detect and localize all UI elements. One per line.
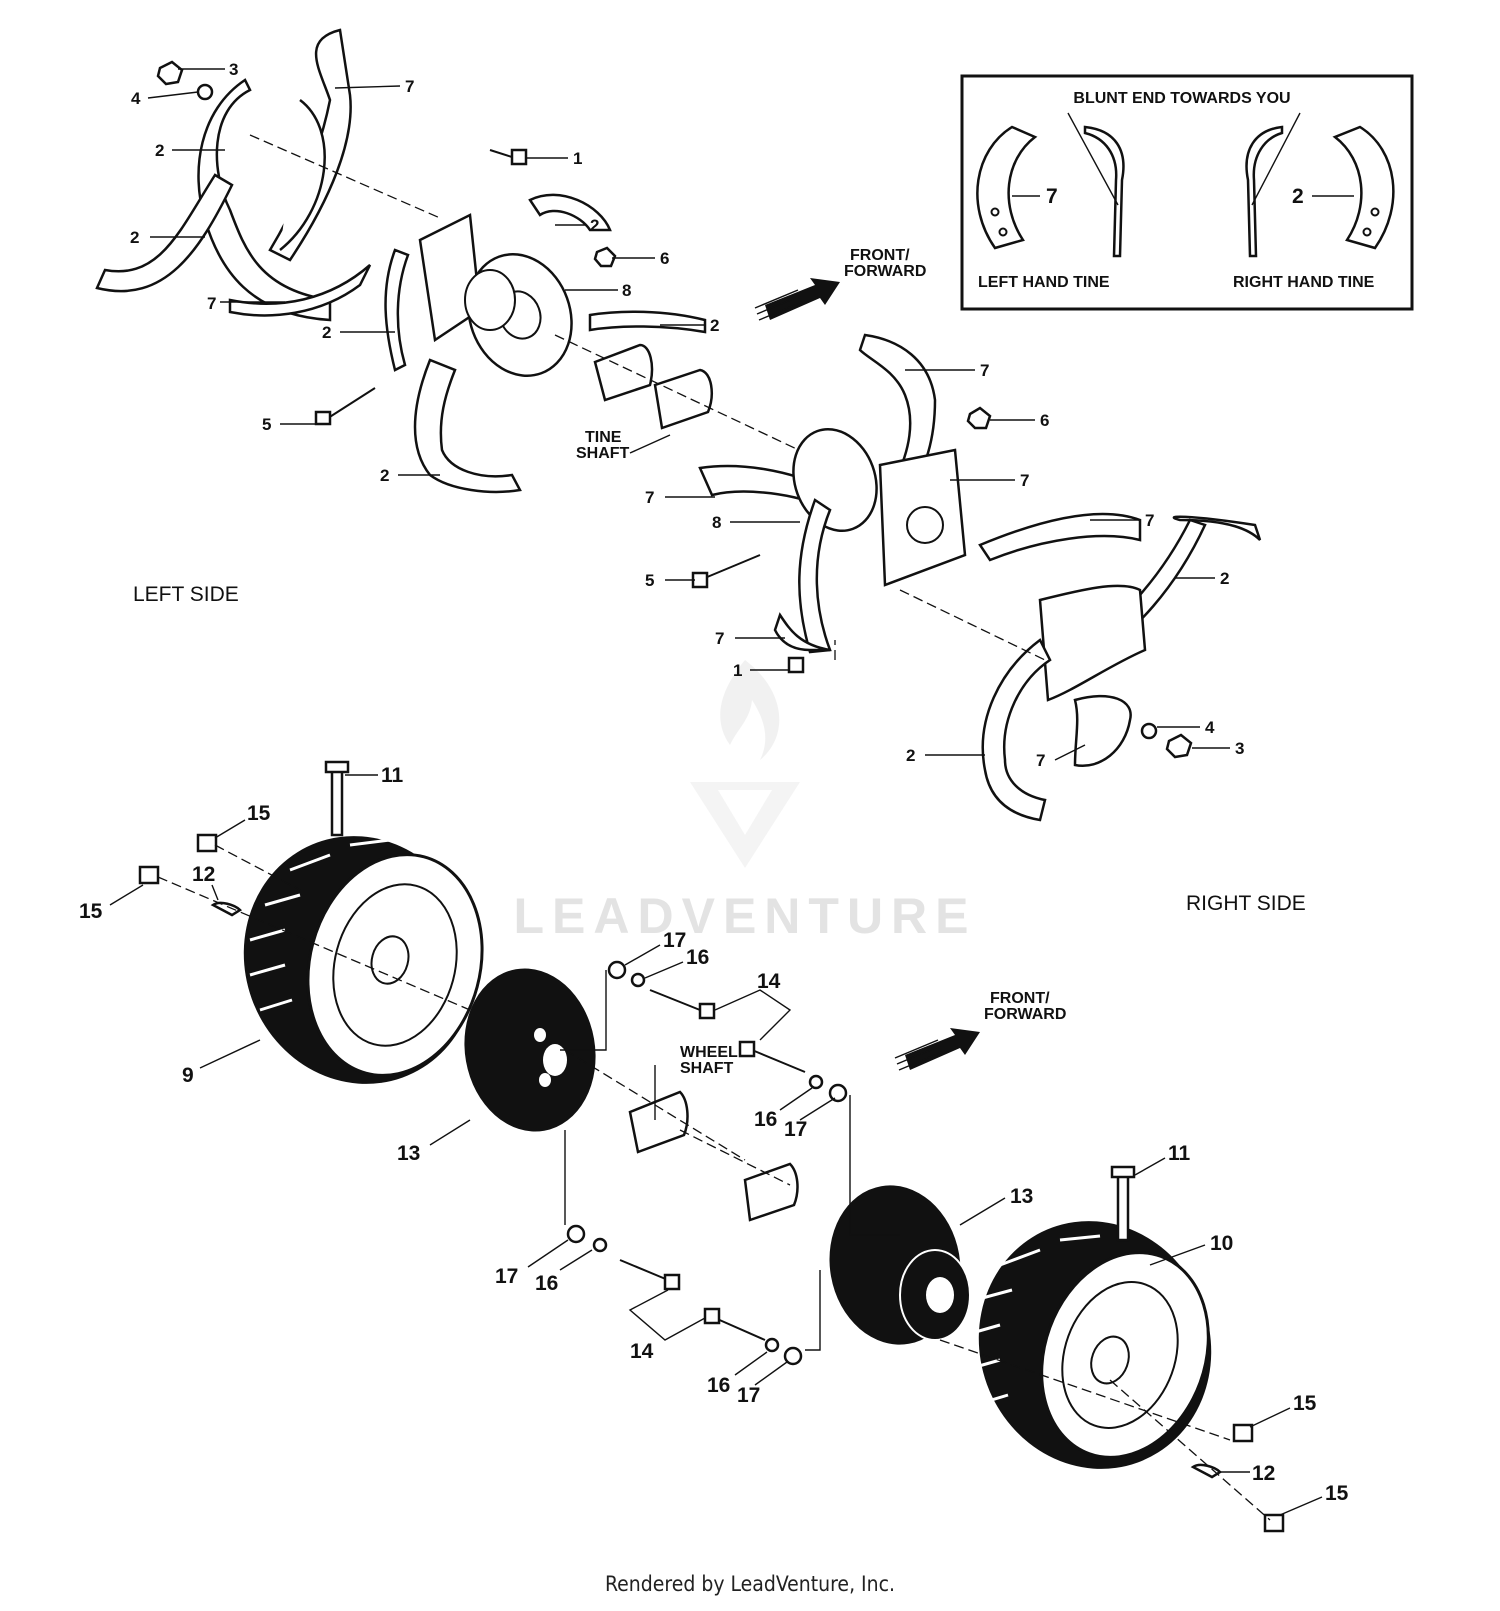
callout: 7 [645, 488, 654, 507]
right-hand-tine-face [1332, 125, 1395, 250]
tine-shaft-label: SHAFT [576, 445, 630, 462]
front-forward-arrow-lower: FRONT/ FORWARD [894, 990, 1066, 1071]
callout: 2 [380, 466, 389, 485]
callout: 2 [1220, 569, 1229, 588]
callout: 17 [737, 1384, 760, 1407]
callout: 14 [757, 970, 781, 993]
callout: 2 [130, 228, 139, 247]
left-side-label: LEFT SIDE [133, 583, 239, 606]
left-hand-tine-caption: LEFT HAND TINE [978, 274, 1110, 291]
right-hand-tine-edge [1245, 125, 1284, 258]
callout: 2 [906, 746, 915, 765]
right-side-label: RIGHT SIDE [1186, 892, 1306, 915]
callout: 2 [590, 216, 599, 235]
left-tine-callouts: 3 4 7 2 1 2 6 8 2 2 7 2 5 2 TINE SHAFT [130, 60, 719, 485]
callout: 16 [535, 1272, 558, 1295]
callout: 2 [710, 316, 719, 335]
front-forward-label: FRONT/ [990, 990, 1050, 1007]
front-forward-arrow-upper: FRONT/ FORWARD [754, 247, 926, 321]
callout: 11 [1168, 1142, 1191, 1165]
callout: 13 [1010, 1185, 1033, 1208]
wheel-left [243, 836, 484, 1084]
wheel-callouts-lower: 11 13 10 17 16 14 16 17 15 12 15 [495, 1142, 1349, 1516]
wheel-hub-lower [829, 1185, 971, 1345]
callout: 6 [660, 249, 669, 268]
callout: 7 [405, 77, 414, 96]
callout: 7 [1036, 751, 1045, 770]
right-tine-assembly [691, 333, 1262, 822]
callout: 12 [192, 863, 215, 886]
callout: 8 [622, 281, 631, 300]
render-credit: Rendered by LeadVenture, Inc. [605, 1572, 895, 1596]
callout: 16 [754, 1108, 777, 1131]
callout: 7 [1020, 471, 1029, 490]
callout: 17 [663, 929, 686, 952]
callout: 5 [645, 571, 654, 590]
tine-orientation-inset: BLUNT END TOWARDS YOU 7 LEFT HAND TINE 2… [960, 74, 1414, 311]
wheel-callouts-upper: 11 15 12 15 9 13 17 16 14 16 17 [79, 764, 836, 1165]
callout: 4 [131, 89, 141, 108]
wheel-shaft: WHEEL SHAFT [628, 1044, 799, 1222]
callout: 2 [322, 323, 331, 342]
front-forward-label: FRONT/ [850, 247, 910, 264]
callout: 10 [1210, 1232, 1233, 1255]
wheel-shaft-label: SHAFT [680, 1060, 734, 1077]
callout: 12 [1252, 1462, 1275, 1485]
front-forward-label: FORWARD [844, 263, 926, 280]
inset-heading: BLUNT END TOWARDS YOU [1073, 90, 1290, 107]
callout: 2 [155, 141, 164, 160]
callout: 4 [1205, 718, 1215, 737]
left-hand-tine-face [976, 125, 1038, 250]
callout: 6 [1040, 411, 1049, 430]
wheel-shaft-label: WHEEL [680, 1044, 738, 1061]
callout: 15 [247, 802, 271, 825]
callout: 7 [980, 361, 989, 380]
callout: 13 [397, 1142, 420, 1165]
tine-shaft-label: TINE [585, 429, 622, 446]
callout: 7 [1145, 511, 1154, 530]
watermark-text: LEADVENTURE [513, 888, 976, 944]
watermark-logo [690, 660, 800, 868]
wheel-hub-upper [464, 968, 596, 1132]
left-tine-assembly [95, 28, 821, 494]
callout: 1 [573, 149, 582, 168]
callout: 11 [381, 764, 404, 787]
front-forward-label: FORWARD [984, 1006, 1066, 1023]
callout: 15 [79, 900, 103, 923]
callout: 14 [630, 1340, 654, 1363]
wheel-hardware [138, 760, 1285, 1533]
callout: 3 [1235, 739, 1244, 758]
callout: 17 [495, 1265, 518, 1288]
callout: 7 [715, 629, 724, 648]
callout: 3 [229, 60, 238, 79]
callout: 9 [182, 1064, 194, 1087]
wheel-right [964, 1221, 1212, 1469]
callout: 15 [1293, 1392, 1317, 1415]
inset-callout-7: 7 [1046, 185, 1058, 208]
right-tine-callouts: 7 6 7 7 8 5 7 2 7 1 4 3 2 7 [645, 361, 1244, 770]
callout: 17 [784, 1118, 807, 1141]
callout: 5 [262, 415, 271, 434]
left-hand-tine-edge [1083, 125, 1125, 258]
callout: 15 [1325, 1482, 1349, 1505]
inset-callout-2: 2 [1292, 185, 1304, 208]
callout: 16 [686, 946, 709, 969]
right-hand-tine-caption: RIGHT HAND TINE [1233, 274, 1375, 291]
callout: 8 [712, 513, 721, 532]
callout: 16 [707, 1374, 730, 1397]
callout: 7 [207, 294, 216, 313]
callout: 1 [733, 661, 742, 680]
